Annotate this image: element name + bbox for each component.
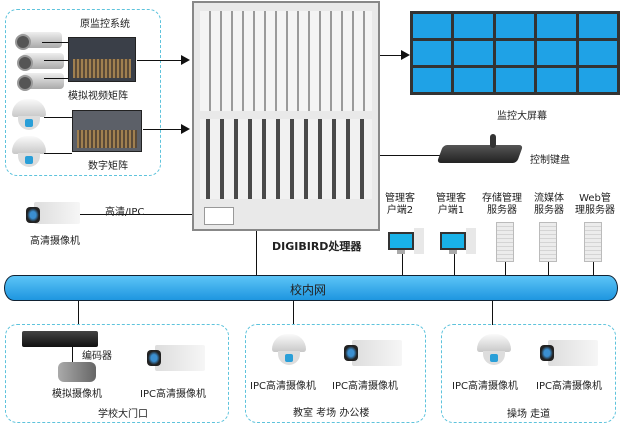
zone-playground (441, 324, 616, 423)
legacy-system-group (5, 9, 161, 176)
server-label: 存储管理服务器 (482, 193, 522, 216)
zone-school-gate (5, 324, 229, 423)
video-wall-label: 监控大屏幕 (497, 111, 547, 122)
bullet-camera-icon (17, 53, 64, 71)
bullet-camera-icon (17, 73, 64, 91)
server-label: 流媒体服务器 (534, 193, 564, 216)
hd-camera-label: 高清摄像机 (30, 236, 80, 247)
streaming-server-icon (539, 222, 557, 262)
digital-matrix-label: 数字矩阵 (88, 161, 128, 172)
keyboard-label: 控制键盘 (530, 155, 570, 166)
dome-camera-icon (12, 99, 46, 133)
bullet-camera-icon (15, 32, 62, 50)
zone-classroom (245, 324, 426, 423)
zone-title: 教室 考场 办公楼 (293, 408, 370, 419)
ipc-camera-icon (344, 340, 402, 366)
arrow-icon (401, 50, 410, 60)
campus-network-bus (4, 275, 618, 301)
video-wall (410, 11, 620, 95)
dome-camera-icon (272, 334, 306, 368)
analog-camera-icon (58, 362, 96, 382)
zone-camera-label: IPC高清摄像机 (452, 381, 518, 392)
client-label: 管理客户端2 (385, 193, 415, 216)
network-label: 校内网 (290, 283, 327, 297)
zone-camera-label: IPC高清摄像机 (140, 389, 206, 400)
zone-camera-label: IPC高清摄像机 (332, 381, 398, 392)
hd-link-label: 高清/IPC (105, 207, 145, 218)
ipc-camera-icon (540, 340, 598, 366)
arrow-icon (181, 55, 190, 65)
encoder-device (22, 331, 98, 347)
hd-camera-icon (26, 202, 80, 224)
zone-camera-label: 模拟摄像机 (52, 389, 102, 400)
processor-label: DIGIBIRD处理器 (272, 240, 362, 253)
storage-server-icon (496, 222, 514, 262)
legacy-system-title: 原监控系统 (80, 19, 130, 30)
analog-matrix-label: 模拟视频矩阵 (68, 91, 128, 102)
analog-matrix-device (68, 37, 136, 82)
server-label: Web管理服务器 (575, 193, 615, 216)
zone-title: 学校大门口 (98, 409, 148, 420)
encoder-label: 编码器 (82, 351, 112, 362)
ipc-camera-icon (147, 345, 205, 371)
dome-camera-icon (477, 334, 511, 368)
dome-camera-icon (12, 136, 46, 170)
zone-title: 操场 走道 (507, 409, 551, 420)
client-label: 管理客户端1 (436, 193, 466, 216)
zone-camera-label: IPC高清摄像机 (536, 381, 602, 392)
processor-chassis (192, 1, 380, 231)
digital-matrix-device (72, 110, 142, 152)
arrow-icon (181, 124, 190, 134)
control-keyboard-icon (436, 145, 524, 163)
zone-camera-label: IPC高清摄像机 (250, 381, 316, 392)
web-server-icon (584, 222, 602, 262)
